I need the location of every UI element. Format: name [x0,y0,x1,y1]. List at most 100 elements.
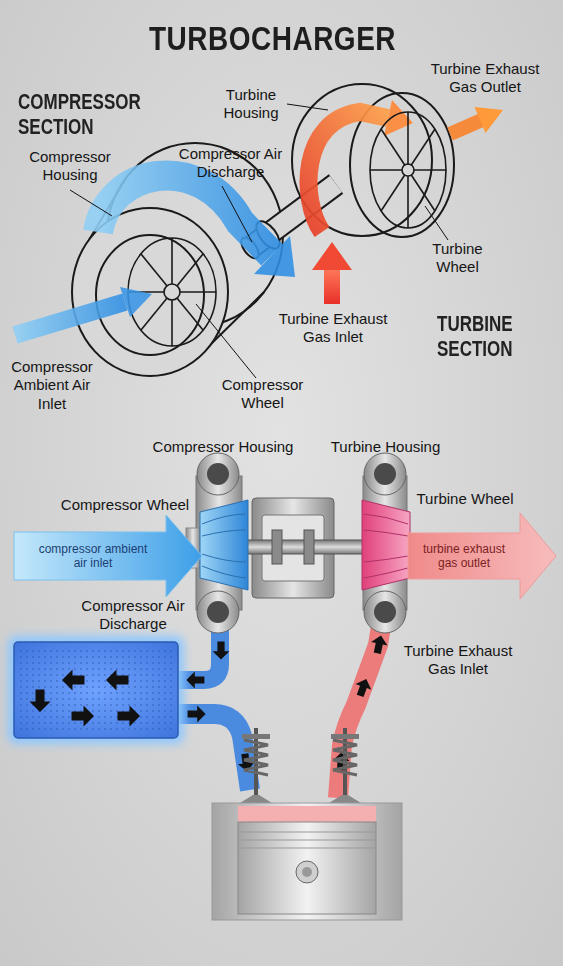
engine-cylinder [238,848,376,849]
compressor-housing-drawing [72,208,228,376]
exhaust-valve [333,740,357,775]
section-heading: COMPRESSOR SECTION [18,90,158,139]
engine-cylinder [238,806,376,822]
flow-direction-arrow [72,706,95,727]
compressor-housing-section [207,463,229,485]
turbine-wheel-section [364,514,408,524]
part-label: Turbine Exhaust Gas Inlet [268,310,398,347]
turbine-wheel-drawing [370,112,446,228]
diagram-title: TURBOCHARGER [100,20,445,58]
turbine-wheel-drawing [407,112,409,170]
engine-cylinder [302,867,312,877]
compressor-wheel-section [202,530,246,536]
part-label: Compressor Air Discharge [58,597,208,634]
exhaust-inlet-arrow [312,242,352,304]
compressor-housing-section [207,601,229,623]
arrow-shape [14,515,202,597]
flow-direction-arrow [369,634,389,655]
compressor-airflow-arrow [254,236,295,277]
flow-direction-arrow [118,706,141,727]
part-label: Compressor Housing [20,148,120,185]
compressor-wheel-section [200,500,248,590]
compressor-wheel-section [202,514,246,524]
arrow-text-area: compressor ambient air inlet [20,532,166,580]
compressor-housing-drawing [96,235,204,355]
exhaust-outlet-arrow [450,107,503,134]
turbine-wheel-section [362,500,410,590]
flow-arrow: turbine exhaust gas outlet [408,513,556,599]
exhaust-outlet-arrow [475,107,504,133]
part-label: Compressor Ambient Air Inlet [10,358,94,413]
turbine-wheel-section [362,500,410,590]
turbine-wheel-drawing [407,170,409,228]
intake-valve [242,734,270,739]
exhaust-outlet-arrow [450,120,482,134]
compressor-airflow-arrow [15,302,125,335]
compressor-airflow-arrow [120,287,152,317]
center-housing [304,530,314,564]
flow-label: turbine exhaust gas outlet [414,542,514,571]
turbine-housing-section [364,591,406,633]
turbine-wheel-drawing [408,170,435,211]
turbine-housing-section [374,463,396,485]
engine-cylinder [238,822,376,914]
part-label: Turbine Exhaust Gas Inlet [388,642,528,679]
part-label: Turbine Exhaust Gas Outlet [425,60,545,97]
arrow-text-area: turbine exhaust gas outlet [408,533,520,579]
flow-arrow: compressor ambient air inlet [14,515,202,597]
turbine-wheel-drawing [402,164,414,176]
intercooler [8,636,184,744]
turbine-wheel-section [364,568,408,578]
section-heading: TURBINE SECTION [437,312,552,361]
turbine-housing-drawing [292,84,454,237]
compressor-housing-section [197,591,239,633]
flow-direction-arrow [186,672,204,689]
engine-cylinder [212,803,402,920]
leader-line [425,206,448,240]
engine-cylinder [238,832,376,833]
intercooler [20,648,172,732]
compressor-wheel-drawing [164,284,180,300]
charge-air-pipe [178,714,250,790]
leader-line [287,104,328,110]
exhaust-flow-arrow [309,100,413,232]
compressor-wheel-section [200,500,248,590]
turbine-wheel-section [364,556,408,562]
engine-cylinder [238,840,376,841]
turbine-housing-section [364,453,406,495]
center-housing [272,530,282,564]
turbine-wheel-drawing [370,112,446,228]
part-label: Turbine Wheel [425,240,490,277]
compressor-airflow-arrow [98,175,272,255]
intake-valve [244,740,268,775]
intake-valve [240,795,272,803]
exhaust-valve [329,728,361,803]
flow-direction-arrow [213,642,230,660]
flow-direction-arrow [62,670,85,691]
arrow-shape [408,513,556,599]
flow-direction-arrow [30,642,256,773]
flow-direction-arrow [188,706,206,723]
part-label: Turbine Wheel [405,490,525,508]
flow-direction-arrow [106,670,129,691]
leader-line [222,186,252,242]
leader-line [196,304,256,378]
part-label: Turbine Housing [318,438,453,456]
compressor-airflow-arrow [15,175,295,335]
flow-label: compressor ambient air inlet [34,542,152,571]
intercooler [8,636,184,744]
part-label: Turbine Housing [215,86,287,123]
part-label: Compressor Housing [138,438,308,456]
leader-line [70,104,448,378]
compressor-wheel-section [202,566,246,578]
exhaust-flow-arrow [309,112,388,232]
compressor-wheel-section [202,554,246,562]
flow-direction-arrow [30,690,51,713]
turbine-wheel-drawing [408,129,435,170]
engine-cylinder [296,861,318,883]
exhaust-valve [329,795,361,803]
center-housing [240,498,370,598]
turbine-housing-drawing [292,84,432,236]
